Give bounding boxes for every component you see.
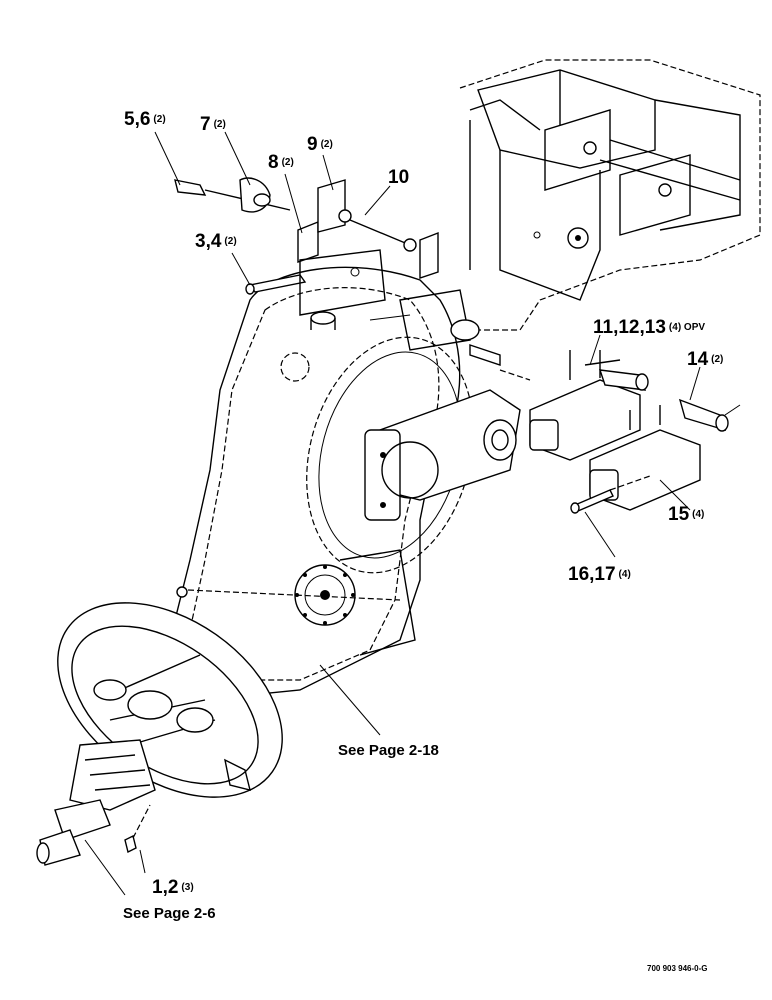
bearing-supports <box>499 350 741 514</box>
see-page-2-18: See Page 2-18 <box>338 742 439 759</box>
callout-9: 9(2) <box>307 134 333 155</box>
callout-5-6: 5,6(2) <box>124 109 166 130</box>
callout-1-2: 1,2(3) <box>152 877 194 898</box>
callout-16-17: 16,17(4) <box>568 564 631 585</box>
leader-lines <box>84 131 701 896</box>
callout-7: 7(2) <box>200 114 226 135</box>
callout-15: 15(4) <box>668 504 704 525</box>
flywheel <box>57 602 283 798</box>
crank-arm <box>364 389 521 521</box>
callout-14: 14(2) <box>687 349 723 370</box>
callout-10: 10 <box>388 167 409 188</box>
callout-3-4: 3,4(2) <box>195 231 237 252</box>
input-gearbox <box>36 739 156 866</box>
callout-labels: 5,6(2) 7(2) 9(2) 8(2) 10 3,4(2) 11,12,13… <box>124 109 723 898</box>
see-page-2-6: See Page 2-6 <box>123 905 216 922</box>
callout-11-12-13: 11,12,13(4) OPV <box>593 317 705 338</box>
drawing-number: 700 903 946-0-G <box>647 964 708 973</box>
frame-assembly <box>459 59 761 331</box>
upper-bracket-parts <box>174 177 501 366</box>
callout-8: 8(2) <box>268 152 294 173</box>
